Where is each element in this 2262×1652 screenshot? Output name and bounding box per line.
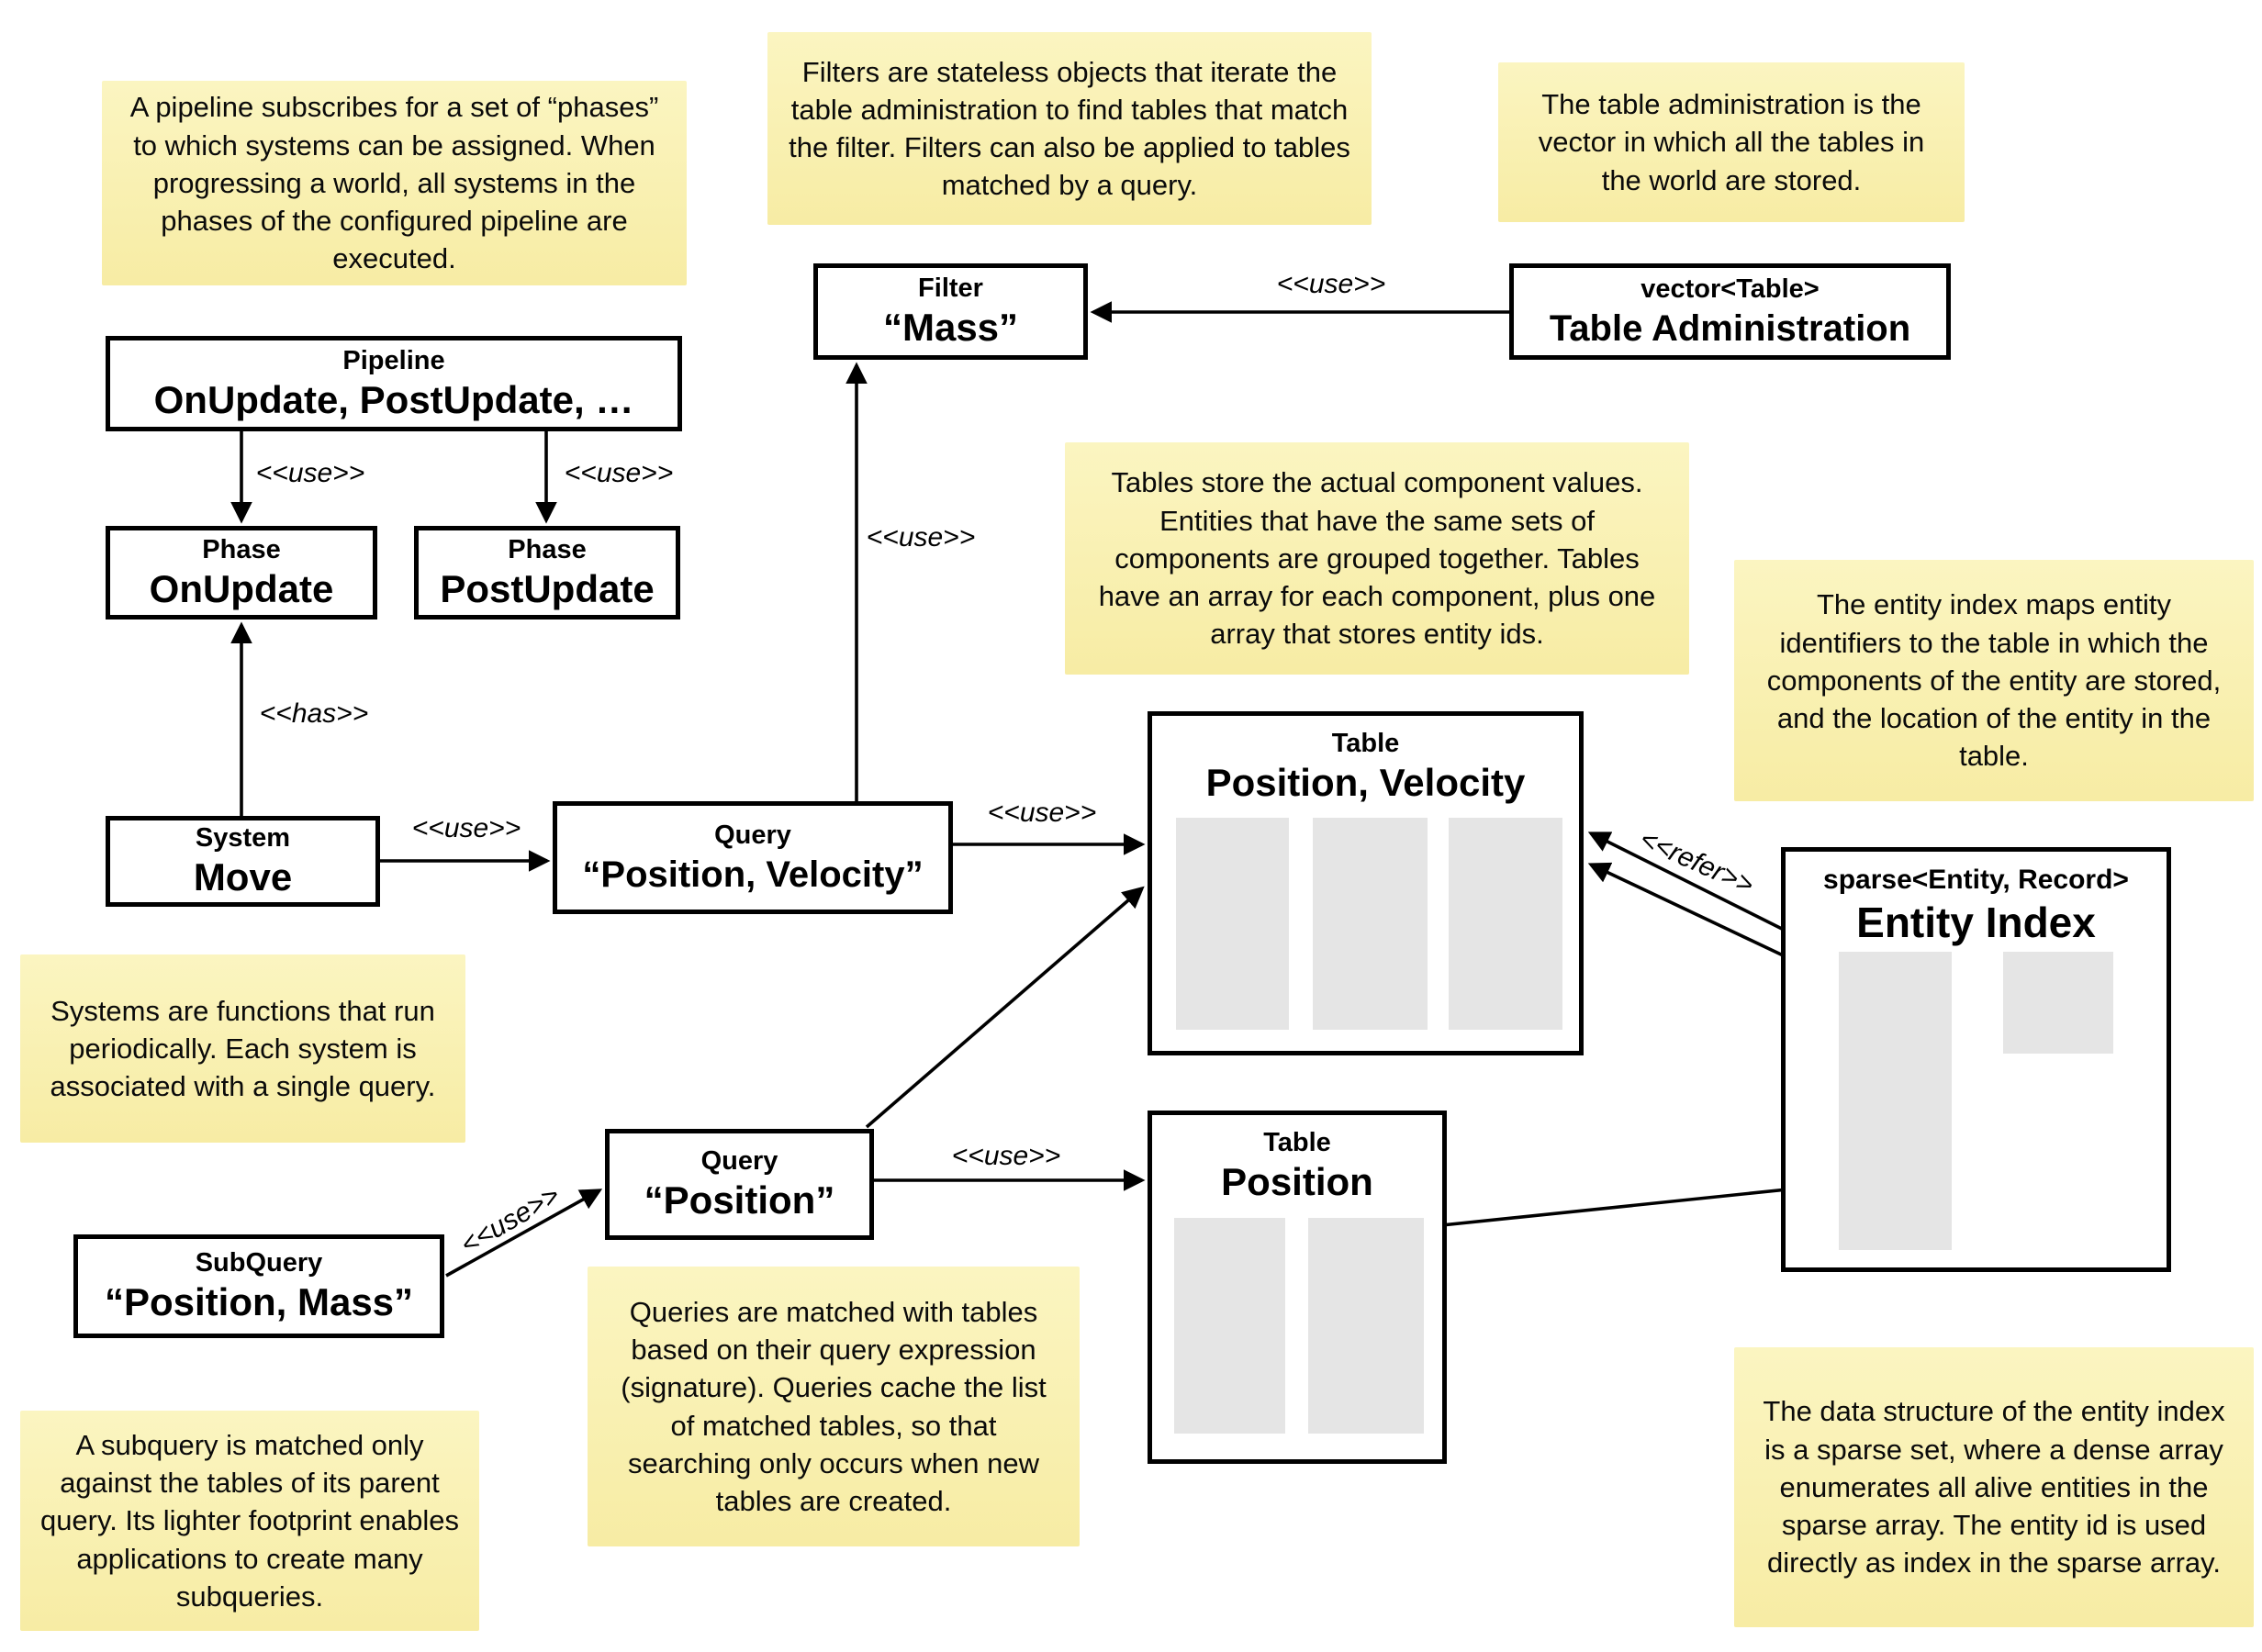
node-entity-index: sparse<Entity, Record> Entity Index (1781, 847, 2171, 1272)
note-table-admin: The table administration is the vector i… (1498, 62, 1965, 222)
node-phase-postupdate: Phase PostUpdate (414, 526, 680, 620)
component-array-2 (1313, 818, 1428, 1030)
node-phase-onupdate-stereotype: Phase (202, 534, 281, 564)
component-array-3 (1449, 818, 1562, 1030)
node-query-position-velocity-stereotype: Query (714, 820, 791, 851)
node-subquery-stereotype: SubQuery (195, 1248, 323, 1278)
edge-label-system-has-phase: <<has>> (259, 698, 369, 729)
note-entity-index-text: The entity index maps entity identifiers… (1766, 588, 2222, 773)
node-entity-index-name: Entity Index (1856, 898, 2096, 946)
edge-label-query-use-tablepv: <<use>> (987, 798, 1097, 828)
edge-label-subquery-use-query: <<use>> (455, 1179, 566, 1261)
node-query-position-stereotype: Query (700, 1146, 778, 1177)
node-system-move: System Move (106, 816, 380, 907)
edge-label-pipeline-onupdate: <<use>> (255, 458, 365, 488)
sparse-array (1839, 952, 1952, 1250)
node-table-position-name: Position (1221, 1160, 1373, 1204)
edge-label-pipeline-postupdate: <<use>> (564, 458, 674, 488)
component-array-2 (1308, 1218, 1424, 1434)
note-filters: Filters are stateless objects that itera… (767, 32, 1372, 225)
node-phase-onupdate-name: OnUpdate (149, 566, 334, 610)
node-pipeline: Pipeline OnUpdate, PostUpdate, … (106, 336, 682, 431)
node-subquery-name: “Position, Mass” (104, 1280, 414, 1324)
note-subquery-text: A subquery is matched only against the t… (39, 1428, 460, 1613)
component-array-1 (1176, 818, 1289, 1030)
note-sparse-set: The data structure of the entity index i… (1734, 1347, 2254, 1627)
component-array-1 (1174, 1218, 1285, 1434)
note-tables-text: Tables store the actual component values… (1098, 466, 1656, 651)
arrow-index-to-tablepos (1420, 1182, 1842, 1236)
arrow-querypos-to-tablepv (865, 886, 1145, 1129)
node-phase-postupdate-name: PostUpdate (440, 566, 655, 610)
node-table-position-velocity-name: Position, Velocity (1205, 761, 1526, 805)
node-system-move-name: Move (193, 855, 293, 899)
node-query-position: Query “Position” (605, 1129, 874, 1240)
node-table-position-velocity-stereotype: Table (1331, 729, 1400, 758)
note-pipeline-text: A pipeline subscribes for a set of “phas… (129, 91, 659, 275)
note-entity-index: The entity index maps entity identifiers… (1734, 560, 2254, 801)
node-phase-onupdate: Phase OnUpdate (106, 526, 377, 620)
edge-label-query-use-tablepos: <<use>> (951, 1141, 1061, 1171)
node-pipeline-stereotype: Pipeline (342, 345, 445, 375)
note-filters-text: Filters are stateless objects that itera… (789, 55, 1350, 202)
node-table-position-stereotype: Table (1263, 1128, 1331, 1157)
edge-label-query-use-filter: <<use>> (866, 522, 976, 553)
node-query-position-name: “Position” (644, 1178, 835, 1222)
note-tables: Tables store the actual component values… (1065, 442, 1689, 675)
node-table-administration-stereotype: vector<Table> (1641, 274, 1820, 305)
note-queries-text: Queries are matched with tables based on… (621, 1295, 1047, 1517)
note-systems-text: Systems are functions that run periodica… (50, 994, 436, 1103)
note-systems: Systems are functions that run periodica… (20, 954, 465, 1143)
node-pipeline-name: OnUpdate, PostUpdate, … (153, 377, 634, 421)
node-filter-mass-name: “Mass” (882, 306, 1019, 350)
edge-label-admin-use-filter: <<use>> (1276, 269, 1386, 299)
note-queries: Queries are matched with tables based on… (588, 1267, 1080, 1546)
node-entity-index-stereotype: sparse<Entity, Record> (1823, 865, 2129, 895)
note-pipeline: A pipeline subscribes for a set of “phas… (102, 81, 687, 285)
dense-array (2003, 952, 2113, 1054)
node-table-administration-name: Table Administration (1549, 307, 1911, 349)
note-subquery: A subquery is matched only against the t… (20, 1411, 479, 1631)
node-query-position-velocity: Query “Position, Velocity” (553, 801, 953, 914)
edge-label-system-use-query: <<use>> (411, 813, 521, 843)
node-system-move-stereotype: System (195, 823, 291, 854)
note-table-admin-text: The table administration is the vector i… (1538, 88, 1925, 196)
node-filter-mass: Filter “Mass” (813, 263, 1088, 360)
edge-label-index-refer-table: <<refer>> (1635, 823, 1759, 901)
note-sparse-set-text: The data structure of the entity index i… (1763, 1395, 2225, 1579)
node-table-position: Table Position (1148, 1111, 1447, 1464)
node-filter-mass-stereotype: Filter (918, 273, 983, 304)
node-query-position-velocity-name: “Position, Velocity” (582, 854, 924, 895)
node-table-administration: vector<Table> Table Administration (1509, 263, 1951, 360)
node-phase-postupdate-stereotype: Phase (508, 534, 587, 564)
node-table-position-velocity: Table Position, Velocity (1148, 711, 1584, 1055)
node-subquery: SubQuery “Position, Mass” (73, 1234, 444, 1338)
